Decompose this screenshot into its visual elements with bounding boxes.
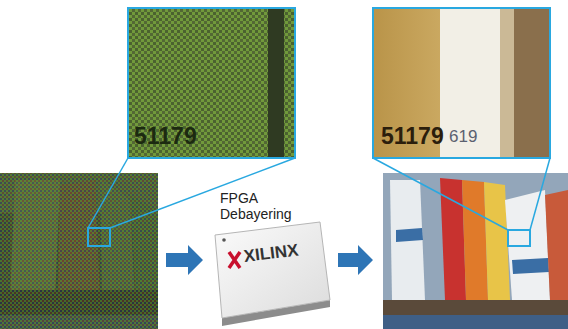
raw-zoom-inset	[128, 8, 295, 158]
flow-arrow	[338, 245, 373, 275]
sail-number: 51179	[134, 124, 197, 149]
zoom-leader-lines	[88, 158, 550, 230]
sail-number: 51179	[381, 124, 444, 149]
debayered-photo	[383, 173, 568, 329]
flow-arrow	[166, 245, 203, 275]
sail-number: 619	[449, 128, 477, 147]
debayered-zoom-inset	[373, 8, 550, 158]
fpga-chip	[215, 222, 330, 326]
raw-photo	[0, 173, 158, 329]
process-label: FPGA Debayering	[220, 190, 302, 222]
